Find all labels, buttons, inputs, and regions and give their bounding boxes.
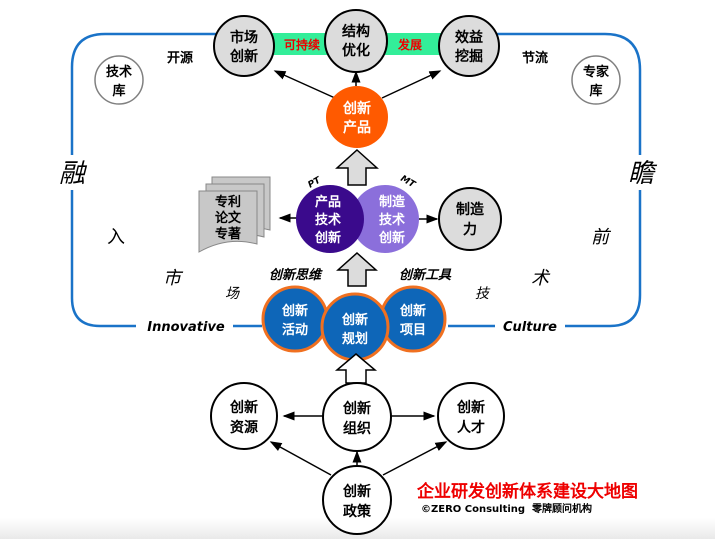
frame-char-left: 融 bbox=[59, 159, 88, 189]
arrow-product-to-benefit bbox=[381, 70, 442, 99]
node-text: 技术 bbox=[106, 64, 132, 80]
node-innovation-project: 创新 项目 bbox=[379, 285, 447, 353]
label-cost-saving: 节流 bbox=[522, 50, 548, 66]
node-text: 创新 bbox=[342, 100, 371, 117]
node-text: 技术 bbox=[379, 212, 405, 228]
node-text: 创新 bbox=[378, 230, 405, 246]
documents-stack: 专利 论文 专著 bbox=[198, 176, 271, 253]
node-benefit-mining: 效益 挖掘 bbox=[438, 15, 500, 77]
frame-right-lower bbox=[565, 190, 642, 328]
node-text: 效益 bbox=[455, 29, 483, 46]
node-text: 创新 bbox=[281, 303, 308, 319]
label-innovation-thinking: 创新思维 bbox=[269, 267, 323, 283]
node-structure-optimization: 结构 优化 bbox=[324, 9, 388, 73]
frame-char-right: 瞻 bbox=[628, 159, 658, 189]
node-text: 挖掘 bbox=[455, 48, 483, 65]
arrow-policy-to-talent bbox=[382, 441, 448, 476]
node-text: 创新 bbox=[342, 400, 371, 417]
node-text: 创新 bbox=[456, 399, 485, 416]
node-innovation-policy: 创新 政策 bbox=[322, 465, 392, 535]
node-text: 创新 bbox=[229, 399, 258, 416]
frame-top-left bbox=[70, 32, 225, 155]
node-text: 制造 bbox=[379, 194, 406, 210]
node-text: 创新 bbox=[399, 303, 426, 319]
frame-word-innovative: Innovative bbox=[147, 320, 225, 335]
node-text: 活动 bbox=[282, 322, 308, 338]
band-label-sustainable: 可持续 bbox=[284, 37, 320, 52]
node-text: 库 bbox=[112, 83, 125, 99]
node-text: 创新 bbox=[342, 483, 371, 500]
node-innovation-organization: 创新 组织 bbox=[322, 382, 392, 452]
node-text: 组织 bbox=[343, 420, 371, 437]
node-text: 优化 bbox=[342, 42, 370, 59]
node-tech-library: 技术 库 bbox=[94, 55, 144, 105]
doc-text: 专利 bbox=[215, 194, 241, 210]
label-mt: MT bbox=[399, 174, 418, 191]
node-text: 产品 bbox=[315, 194, 341, 210]
node-text: 政策 bbox=[343, 503, 372, 520]
node-text: 创新 bbox=[229, 48, 258, 65]
node-text: 力 bbox=[463, 221, 477, 238]
node-innovation-resources: 创新 资源 bbox=[210, 382, 278, 450]
band-label-development: 发展 bbox=[397, 37, 422, 52]
frame-char-tech1: 技 bbox=[475, 286, 491, 302]
frame-char-left-mid: 入 bbox=[107, 227, 125, 248]
frame-char-market2: 场 bbox=[225, 286, 240, 302]
node-text: 专家 bbox=[583, 64, 610, 80]
node-manufacturing-tech-innovation: 制造 技术 创新 bbox=[351, 185, 419, 253]
node-text: 人才 bbox=[457, 419, 485, 436]
doc-text: 专著 bbox=[215, 226, 241, 242]
up-arrow-to-product bbox=[335, 148, 379, 186]
node-text: 项目 bbox=[400, 323, 426, 338]
node-manufacturing-capability: 制造 力 bbox=[438, 187, 502, 251]
frame-char-right-mid: 前 bbox=[591, 227, 612, 248]
frame-char-tech2: 术 bbox=[531, 268, 551, 289]
node-text: 产品 bbox=[343, 119, 371, 136]
doc-text: 论文 bbox=[215, 210, 242, 226]
node-innovation-talent: 创新 人才 bbox=[437, 382, 505, 450]
node-text: 结构 bbox=[342, 23, 370, 40]
arrow-policy-to-resources bbox=[269, 441, 332, 476]
frame-word-culture: Culture bbox=[503, 320, 557, 335]
up-arrow-to-tech bbox=[336, 251, 378, 287]
frame-top-right bbox=[490, 32, 642, 155]
node-text: 制造 bbox=[456, 201, 484, 218]
node-innovation-planning: 创新 规划 bbox=[320, 292, 390, 362]
arrow-product-to-market bbox=[273, 70, 336, 99]
node-market-innovation: 市场 创新 bbox=[213, 15, 275, 77]
diagram-title: 企业研发创新体系建设大地图 bbox=[416, 481, 638, 502]
node-innovation-activity: 创新 活动 bbox=[261, 285, 329, 353]
label-open-source: 开源 bbox=[167, 50, 193, 66]
node-text: 创新 bbox=[314, 230, 341, 246]
node-text: 资源 bbox=[230, 419, 258, 436]
node-text: 市场 bbox=[230, 29, 258, 46]
frame-char-market1: 市 bbox=[163, 268, 184, 289]
node-text: 创新 bbox=[341, 312, 368, 328]
copyright: ©ZERO Consulting 零牌顾问机构 bbox=[421, 502, 592, 515]
node-product-tech-innovation: 产品 技术 创新 bbox=[296, 185, 364, 253]
node-text: 技术 bbox=[315, 212, 341, 228]
label-innovation-tools: 创新工具 bbox=[399, 267, 452, 283]
node-expert-library: 专家 库 bbox=[571, 55, 621, 105]
node-text: 库 bbox=[589, 83, 602, 99]
node-text: 规划 bbox=[342, 331, 368, 347]
node-innovation-product: 创新 产品 bbox=[326, 86, 388, 148]
frame-left-lower bbox=[70, 190, 136, 328]
